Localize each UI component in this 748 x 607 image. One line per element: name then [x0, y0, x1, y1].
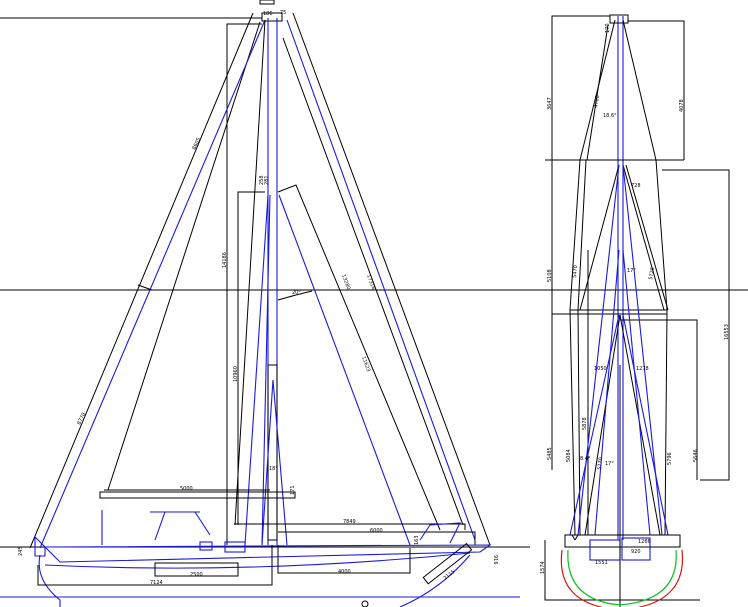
label-spreader-mid-left: 1050 [594, 366, 607, 372]
label-masthead-b: 75 [280, 10, 286, 16]
front-view-labels: 3647 4700 18.6° 4078 5108 5470 5725 17° … [540, 23, 730, 574]
label-spreader-top: 728 [631, 183, 641, 189]
label-pushpit: 163 [414, 535, 420, 545]
label-top-diag: 4700 [593, 95, 601, 109]
label-angle-top: 20° [292, 290, 301, 296]
label-low-section: 5485 [547, 447, 553, 460]
label-mid-diag-right: 5725 [648, 267, 656, 281]
label-top-angle: 18.6° [603, 113, 617, 119]
label-low-b: 5878 [582, 417, 588, 430]
label-mid-angle: 17° [627, 268, 636, 274]
label-top-right: 4078 [679, 99, 685, 112]
label-low-d: 5796 [667, 452, 673, 465]
label-mid-section: 5108 [547, 269, 553, 282]
label-spreader-b: 281 [264, 175, 270, 185]
label-spreader-mid-right: 1278 [636, 366, 649, 372]
label-top-section: 3647 [547, 97, 553, 110]
label-masthead-a: 186 [263, 11, 273, 17]
label-jib-luff: 8605 [191, 137, 202, 151]
side-view-labels: 8605 14186 17316 13280 8770 11623 5000 1… [18, 10, 498, 586]
label-genoa-leech: 8770 [76, 412, 87, 426]
label-low-a: 5084 [566, 449, 572, 462]
label-foot-a: 7849 [343, 519, 356, 525]
label-low-e: 5646 [693, 449, 699, 462]
label-overall: 16553 [724, 324, 730, 340]
label-mast-height: 14186 [222, 252, 228, 268]
label-deck-a: 7124 [150, 580, 163, 586]
label-base-b: 920 [631, 549, 641, 555]
front-view [544, 14, 730, 607]
label-low-c: 5770 [597, 457, 604, 470]
label-main-luff: 10960 [233, 366, 239, 382]
label-base-c: 1551 [595, 560, 608, 566]
label-inner-forestay: 13280 [340, 274, 351, 291]
label-freeboard-stern: 916 [492, 555, 498, 565]
label-backstay: 17316 [365, 274, 376, 291]
label-deck-b: 2500 [190, 572, 203, 578]
label-mid-diag-left: 5470 [572, 265, 579, 278]
label-low-angle: 17° [605, 461, 614, 467]
label-deck-c: 4000 [338, 569, 351, 575]
label-boom-height: 171 [290, 485, 296, 495]
label-angle-low: 18° [269, 466, 278, 472]
label-keel: 1574 [540, 561, 546, 574]
label-freeboard-bow: 245 [18, 546, 24, 556]
side-view [29, 0, 492, 607]
label-staysail-luff: 11623 [360, 356, 371, 373]
label-boom-length: 5000 [180, 486, 193, 492]
reference-lines [0, 17, 748, 598]
label-base-a: 1266 [638, 539, 651, 545]
label-mast-top: 170 [605, 23, 611, 33]
label-low-angle-b: 8.4° [580, 456, 591, 462]
label-foot-b: 6000 [370, 528, 383, 534]
label-spreader-a: 258 [259, 175, 265, 185]
